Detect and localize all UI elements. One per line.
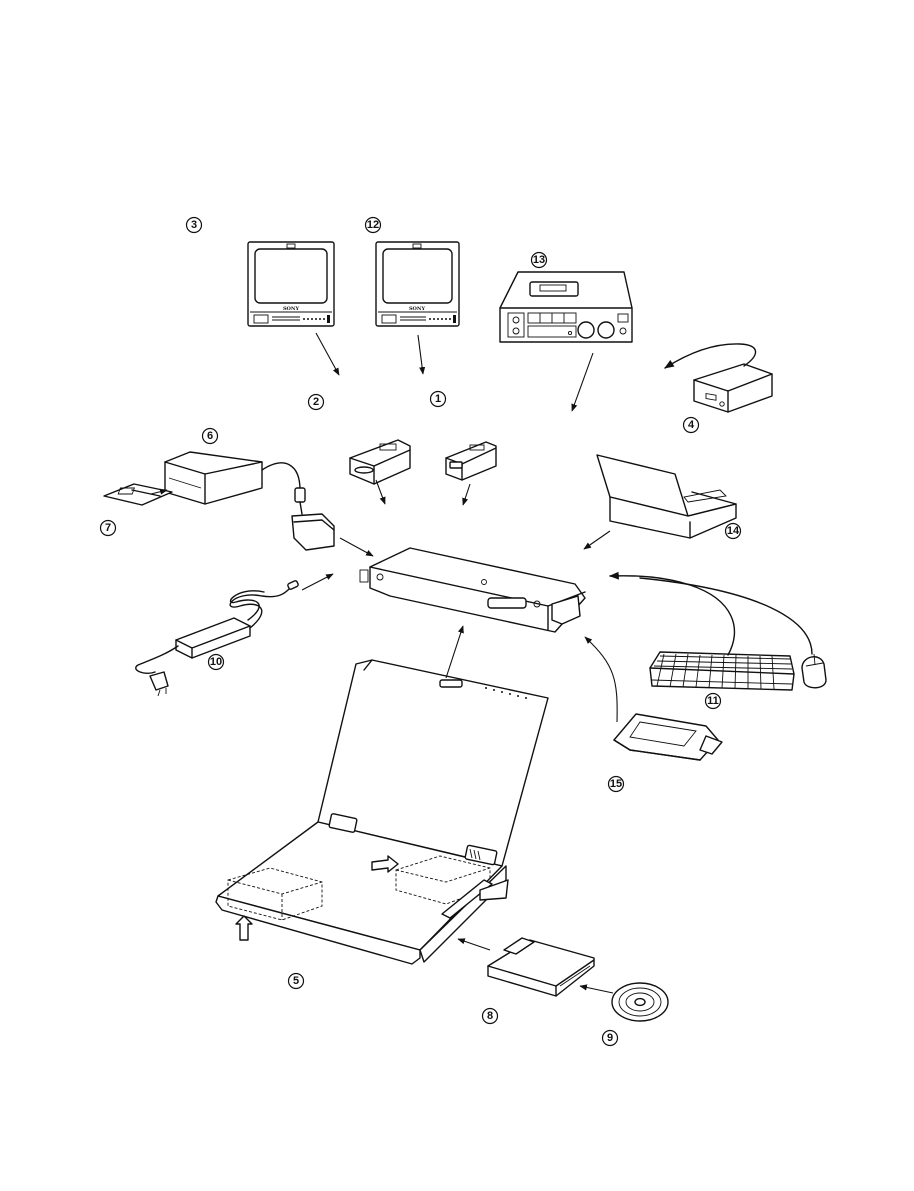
svg-text:5: 5 [293, 975, 299, 987]
external-drive-box [665, 344, 772, 412]
floppy-drive [165, 452, 334, 550]
svg-text:6: 6 [207, 430, 213, 442]
svg-text:15: 15 [610, 778, 622, 790]
svg-text:8: 8 [487, 1010, 493, 1022]
svg-text:7: 7 [105, 522, 111, 534]
main-notebook [216, 660, 548, 964]
keyboard [610, 576, 794, 690]
cd-disc [612, 983, 668, 1021]
svg-text:10: 10 [210, 656, 222, 668]
callout-10: 10 [209, 655, 224, 670]
callout-8: 8 [483, 1009, 498, 1024]
callout-9: 9 [603, 1031, 618, 1046]
callout-7: 7 [101, 521, 116, 536]
port-replicator [360, 548, 585, 632]
svg-text:2: 2 [313, 396, 319, 408]
svg-text:4: 4 [688, 419, 695, 431]
callout-1: 1 [431, 392, 446, 407]
adapter-connector-1 [446, 442, 496, 480]
callout-5: 5 [289, 974, 304, 989]
callout-11: 11 [706, 694, 721, 709]
ac-adapter [136, 580, 299, 696]
svg-text:9: 9 [607, 1032, 613, 1044]
svg-text:11: 11 [707, 695, 719, 707]
svg-text:12: 12 [367, 219, 379, 231]
svg-text:14: 14 [727, 525, 740, 537]
callout-2: 2 [309, 395, 324, 410]
floppy-disk [104, 484, 172, 505]
cdrom-drive [488, 938, 594, 996]
callout-15: 15 [609, 777, 624, 792]
adapter-connector-2 [350, 440, 410, 484]
battery-pack [614, 714, 722, 760]
callout-12: 12 [366, 218, 381, 233]
svg-text:3: 3 [191, 219, 197, 231]
monitor-left-brand: SONY [283, 306, 300, 312]
monitor-right-brand: SONY [409, 306, 426, 312]
monitor-left: SONY [248, 242, 334, 326]
callout-13: 13 [532, 253, 547, 268]
callout-6: 6 [203, 429, 218, 444]
svg-text:1: 1 [435, 393, 441, 405]
callout-4: 4 [684, 418, 699, 433]
monitor-right: SONY [376, 242, 459, 326]
laptop-computer [597, 455, 736, 538]
callout-3: 3 [187, 218, 202, 233]
callout-14: 14 [726, 524, 741, 539]
svg-text:13: 13 [533, 254, 545, 266]
cassette-recorder [500, 272, 632, 342]
